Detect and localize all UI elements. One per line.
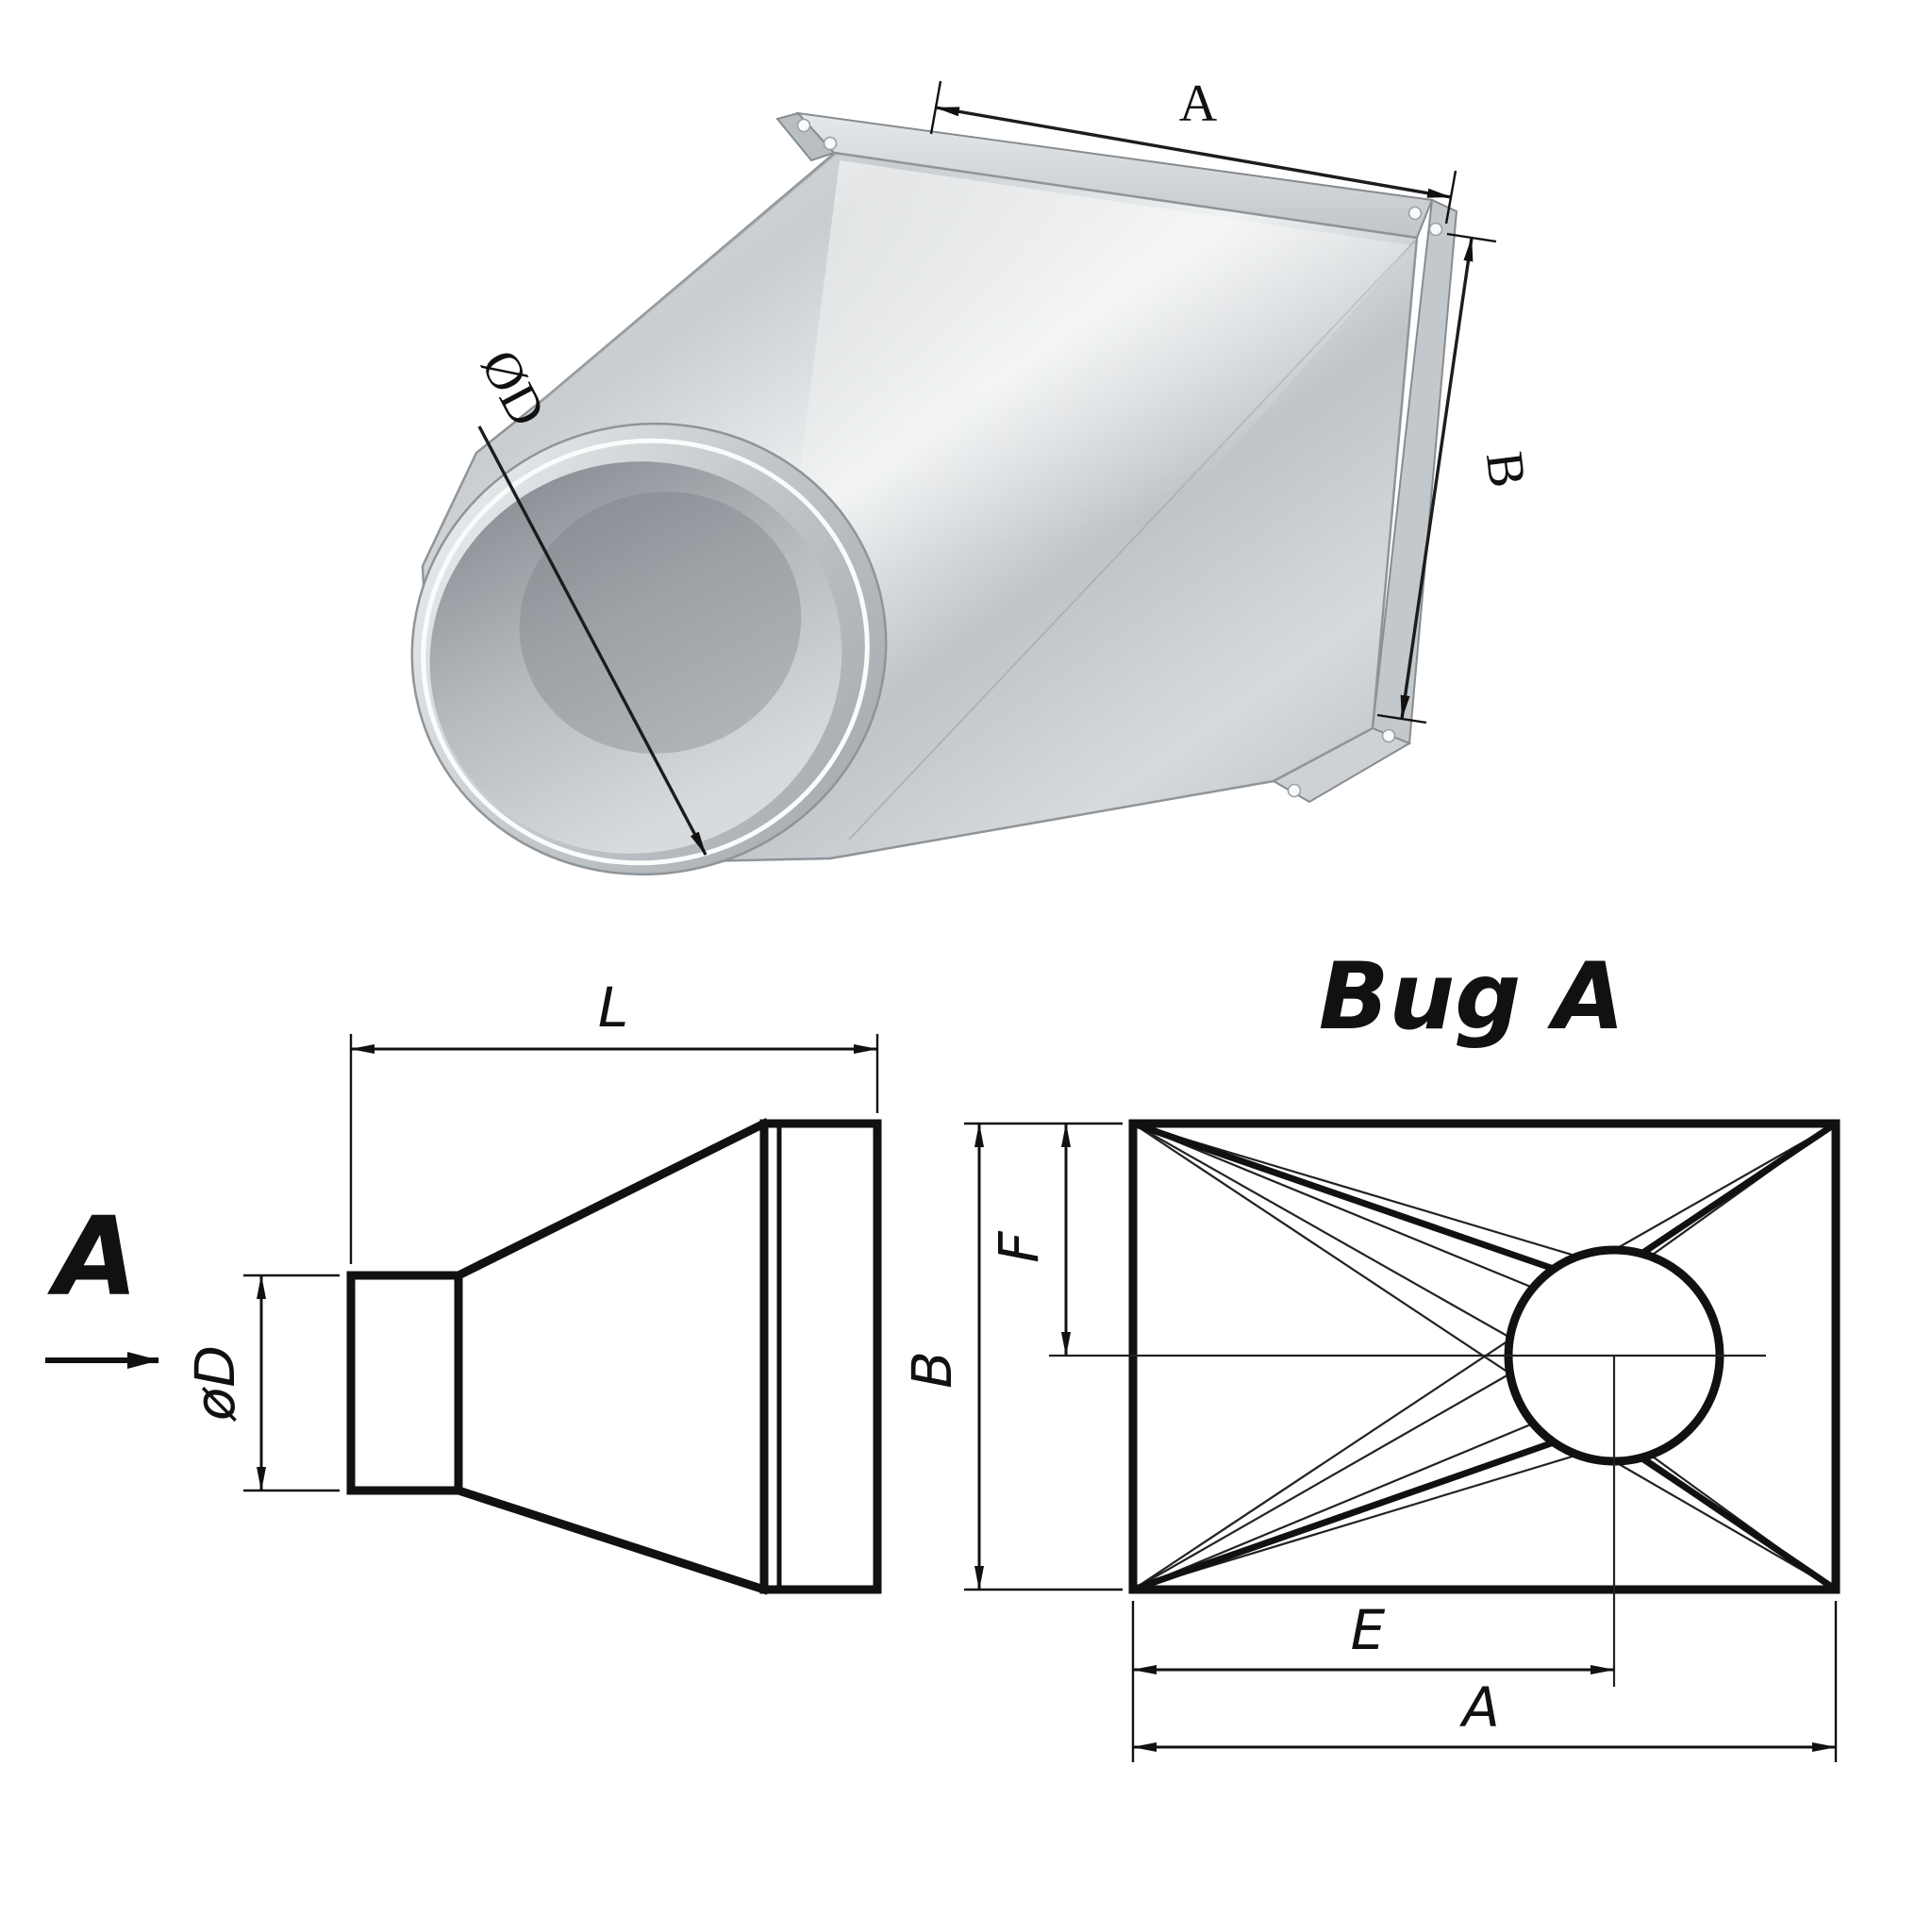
fan-line (1132, 1373, 1511, 1591)
flange-hole (1287, 783, 1302, 798)
fan-line (1132, 1122, 1534, 1290)
side-view-drawing: L øD A (45, 975, 882, 1595)
flange-holes (796, 118, 1443, 798)
view-direction-label: A (46, 1194, 138, 1321)
dim-label-a-front: A (1458, 1675, 1500, 1740)
fan-line (1132, 1123, 1511, 1339)
fold-line (1131, 1120, 1556, 1273)
flange-hole (1381, 728, 1396, 743)
dim-b-line (1400, 237, 1474, 720)
dim-label-e: E (1351, 1598, 1386, 1662)
fold-lines (1131, 1120, 1838, 1593)
dim-label-b-front: B (900, 1351, 964, 1389)
flange-hole (1428, 222, 1443, 237)
collar-inner (429, 461, 842, 854)
dim-label-d-side: øD (183, 1345, 247, 1422)
dim-label-f: F (987, 1230, 1051, 1263)
dim-d-line (477, 425, 708, 856)
front-view-title: Bug A (1319, 943, 1625, 1051)
side-large-end (759, 1119, 882, 1594)
metal-transition-photo: A B ØD (410, 75, 1537, 876)
body-highlight (783, 160, 1410, 604)
dim-label-b-photo: B (1474, 448, 1537, 491)
side-taper-top (452, 1117, 771, 1282)
dim-label-l: L (598, 975, 628, 1040)
body-crease-line (541, 153, 837, 402)
round-collar (410, 422, 888, 876)
front-view-drawing: Bug A (900, 943, 1840, 1762)
side-collar (346, 1271, 463, 1495)
fold-line (1640, 1455, 1838, 1592)
flange-hole (1407, 206, 1423, 221)
fold-line (1131, 1439, 1556, 1593)
flange-hole (796, 118, 811, 133)
side-taper-bottom (453, 1485, 770, 1595)
dim-label-a-photo: A (1179, 75, 1218, 133)
collar-inner-shadow (519, 491, 802, 754)
view-direction-indicator: A (45, 1194, 159, 1369)
fold-line (1640, 1121, 1838, 1257)
collar-rim-highlight (421, 438, 870, 866)
fan-line (1132, 1422, 1534, 1591)
flange-hole (823, 136, 838, 151)
dim-a-line (935, 106, 1452, 199)
